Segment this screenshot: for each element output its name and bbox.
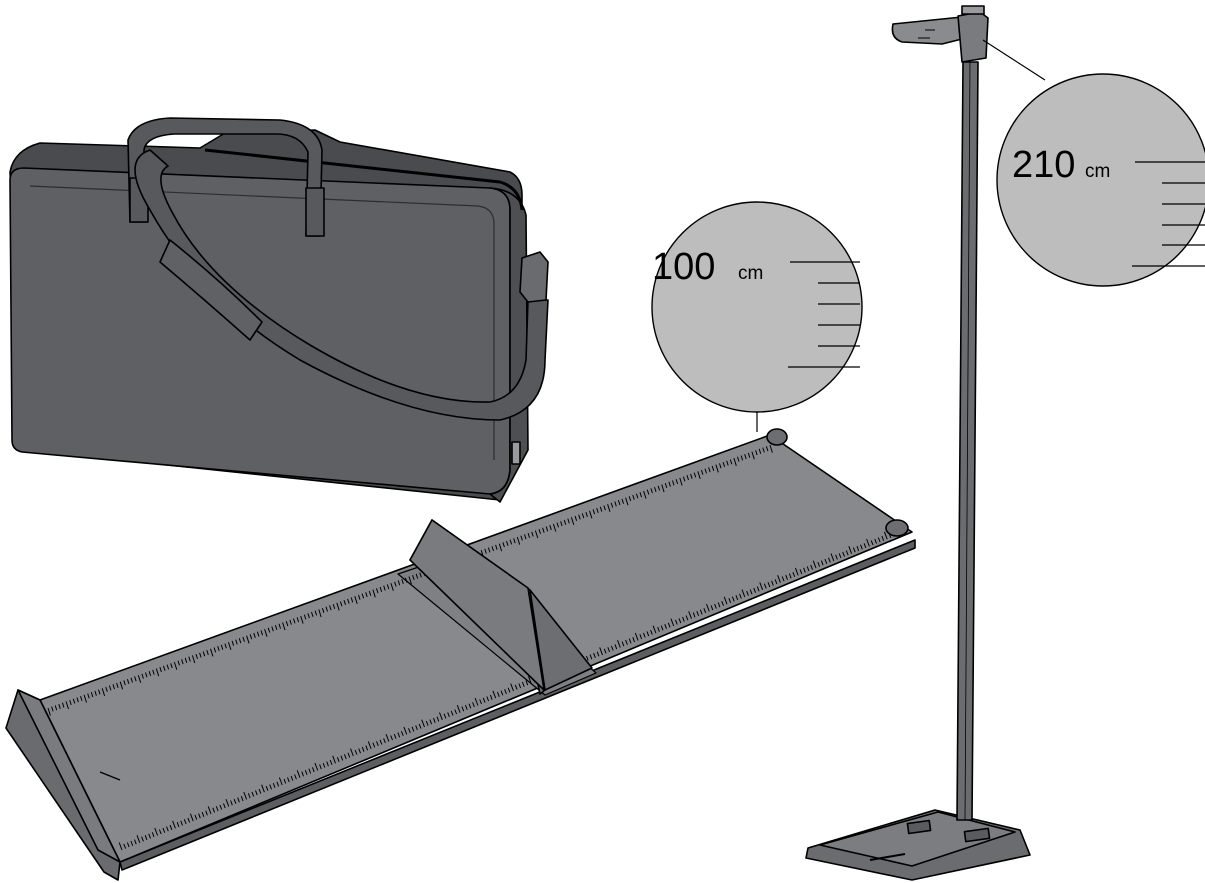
rod-head-knob [961, 5, 985, 15]
rod-callout-ticks [1132, 161, 1205, 267]
board-head-mark [99, 771, 121, 781]
rod-callout: 210 cm [996, 73, 1205, 287]
board-callout-unit: cm [738, 263, 763, 284]
bag-side-panel [489, 187, 529, 503]
board-end-stop-right [885, 519, 909, 537]
board-surface [39, 434, 913, 863]
bag-handle-tab-right [305, 187, 325, 237]
rod-base-slot-2 [963, 827, 991, 843]
bag-front-bevel [29, 185, 495, 460]
board-end-stop-top [766, 428, 788, 446]
rod-base-grip [869, 853, 906, 861]
bag-zipper-pull [511, 441, 521, 465]
board-head-plate-side [17, 689, 121, 863]
rod-head-clamp [957, 11, 989, 63]
board-callout-circle [651, 201, 863, 413]
rod-callout-value: 210 [1012, 144, 1075, 186]
measuring-board [5, 428, 916, 881]
rod-base-slot-1 [906, 819, 932, 835]
bag-strap-buckle [519, 251, 549, 303]
board-foot-slider-face [409, 519, 545, 691]
rod-callout-leader [982, 39, 1046, 81]
board-callout-value: 100 [652, 246, 715, 288]
carrying-bag [9, 117, 549, 503]
board-callout: 100 cm [651, 201, 863, 413]
height-rod [805, 5, 1031, 881]
rod-pole-highlight [964, 61, 971, 821]
board-foot-base [529, 589, 593, 691]
bag-strap-pad [159, 239, 263, 341]
bag-zipper [204, 148, 524, 211]
rod-callout-unit: cm [1085, 161, 1110, 182]
board-edge [119, 539, 916, 871]
rod-callout-circle [996, 73, 1205, 287]
board-callout-ticks [788, 261, 860, 368]
